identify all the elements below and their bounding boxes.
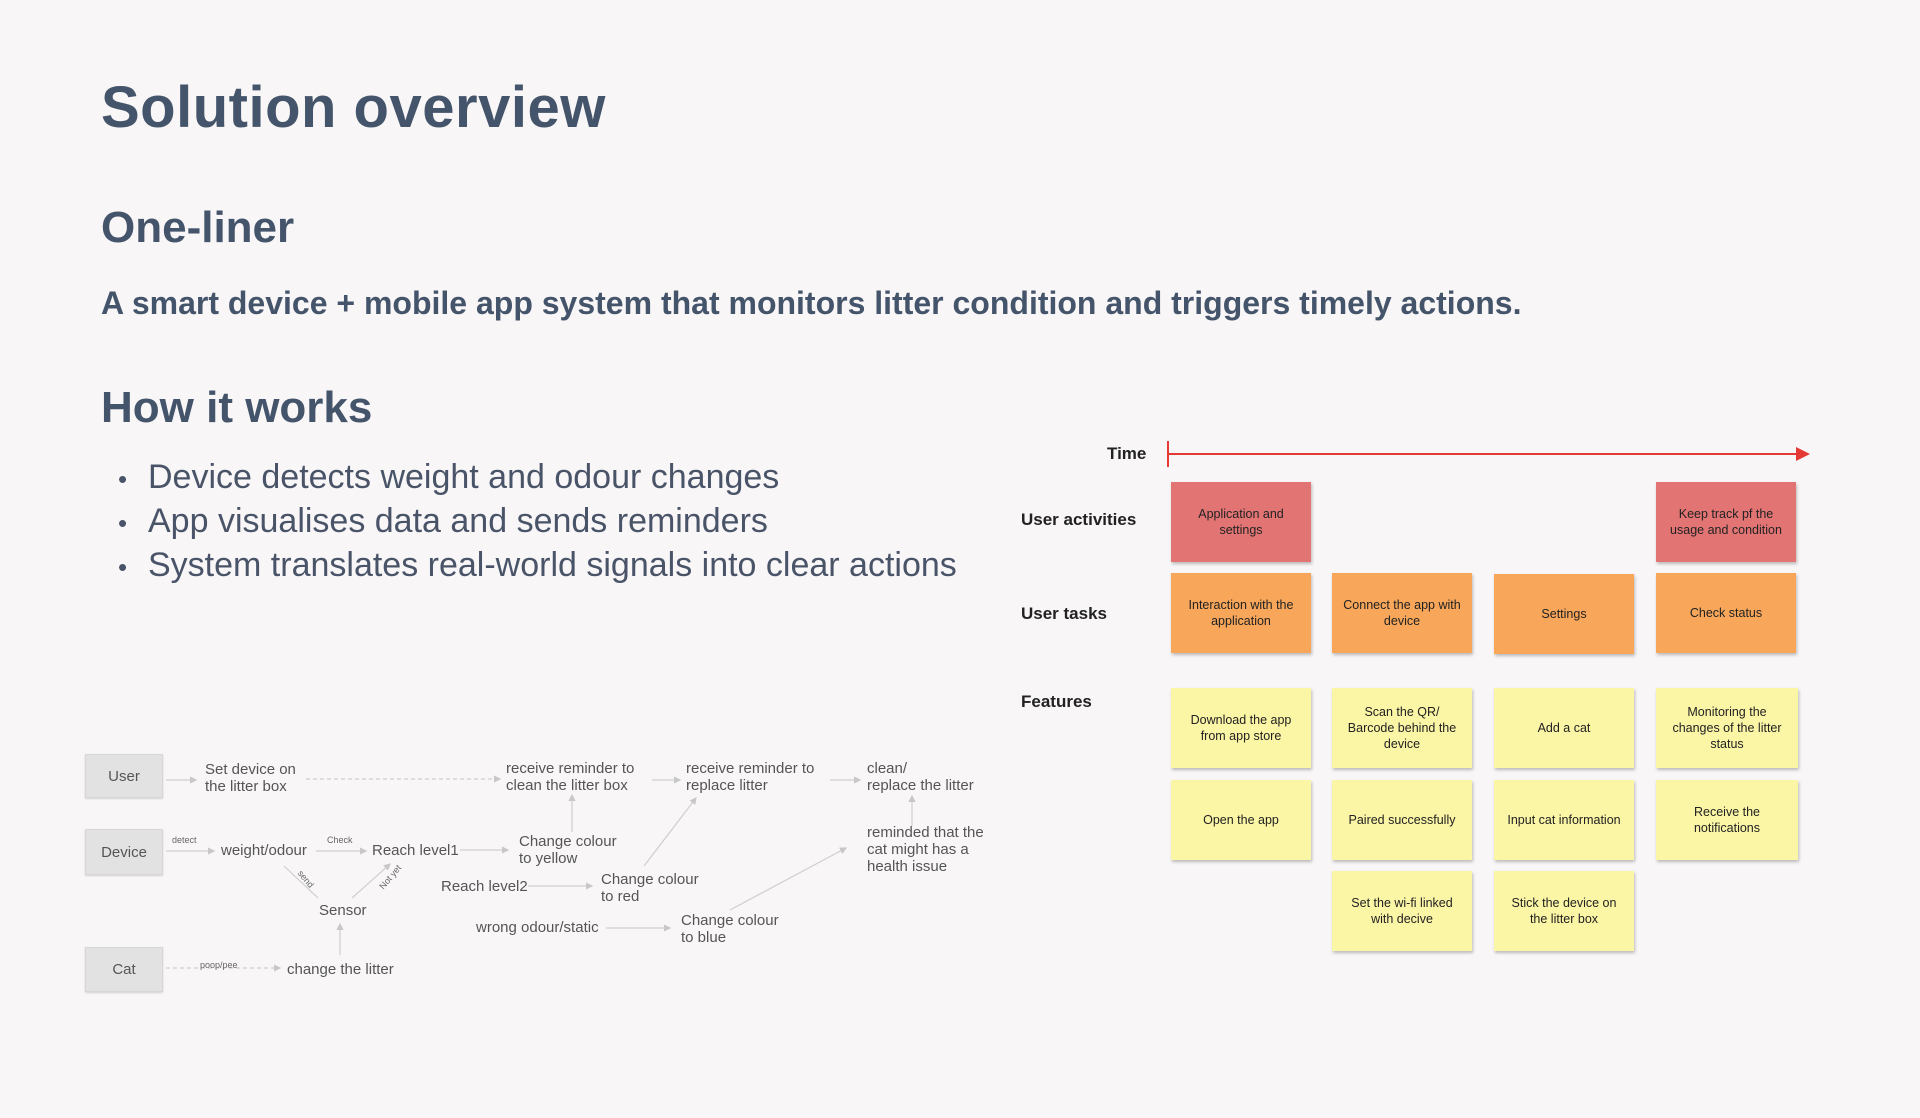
- bullet-text: App visualises data and sends reminders: [148, 502, 768, 540]
- sticky-task-interaction: Interaction with the application: [1171, 573, 1311, 653]
- node-change-blue: Change colour to blue: [681, 912, 779, 946]
- how-it-works-list: • Device detects weight and odour changes…: [118, 455, 957, 587]
- node-wrong-odour: wrong odour/static: [476, 919, 599, 936]
- sticky-feature-stick-device: Stick the device on the litter box: [1494, 871, 1634, 951]
- sticky-activity-app-settings: Application and settings: [1171, 482, 1311, 562]
- edge-label-send: send: [295, 868, 316, 890]
- sticky-feature-download: Download the app from app store: [1171, 688, 1311, 768]
- node-change-yellow: Change colour to yellow: [519, 833, 617, 867]
- edge-label-check: Check: [327, 835, 353, 845]
- edge-label-not-yet: Not yet: [377, 862, 404, 892]
- bullet-icon: •: [118, 508, 128, 539]
- node-reminder-clean: receive reminder to clean the litter box: [506, 760, 635, 794]
- how-it-works-heading: How it works: [101, 383, 373, 432]
- row-label-user-tasks: User tasks: [1021, 604, 1108, 623]
- sticky-task-connect: Connect the app with device: [1332, 573, 1472, 653]
- sticky-feature-notifications: Receive the notifications: [1656, 780, 1798, 860]
- one-liner-heading: One-liner: [101, 203, 295, 252]
- one-liner-text: A smart device + mobile app system that …: [101, 285, 1522, 321]
- sticky-feature-wifi: Set the wi-fi linked with decive: [1332, 871, 1472, 951]
- node-reminder-replace: receive reminder to replace litter: [686, 760, 815, 794]
- node-reminded-health: reminded that the cat might has a health…: [867, 824, 984, 875]
- sticky-task-check-status: Check status: [1656, 573, 1796, 653]
- edge-red-to-reminder-replace: [643, 797, 697, 867]
- row-label-user-activities: User activities: [1021, 510, 1137, 529]
- bullet-icon: •: [118, 464, 128, 495]
- node-clean-replace: clean/ replace the litter: [867, 760, 974, 794]
- sticky-feature-open-app: Open the app: [1171, 780, 1311, 860]
- sticky-activity-keep-track: Keep track pf the usage and condition: [1656, 482, 1796, 562]
- bullet-item: • System translates real-world signals in…: [118, 543, 957, 587]
- sticky-feature-paired: Paired successfully: [1332, 780, 1472, 860]
- time-arrow: [1167, 441, 1810, 467]
- sticky-task-settings: Settings: [1494, 574, 1634, 654]
- bullet-text: System translates real-world signals int…: [148, 546, 957, 584]
- lane-device: Device: [85, 829, 163, 875]
- sticky-feature-add-cat: Add a cat: [1494, 688, 1634, 768]
- row-label-features: Features: [1021, 692, 1092, 711]
- bullet-item: • Device detects weight and odour changes: [118, 455, 957, 499]
- lane-user: User: [85, 754, 163, 798]
- node-sensor: Sensor: [319, 902, 367, 919]
- lane-cat: Cat: [85, 947, 163, 992]
- node-reach-level1: Reach level1: [372, 842, 459, 859]
- sticky-feature-cat-info: Input cat information: [1494, 780, 1634, 860]
- edge-label-poop-pee: poop/pee: [200, 960, 238, 970]
- node-weight-odour: weight/odour: [221, 842, 307, 859]
- time-label: Time: [1107, 444, 1147, 463]
- node-change-red: Change colour to red: [601, 871, 699, 905]
- node-reach-level2: Reach level2: [441, 878, 528, 895]
- sticky-feature-scan-qr: Scan the QR/ Barcode behind the device: [1332, 688, 1472, 768]
- node-set-device: Set device on the litter box: [205, 761, 296, 795]
- bullet-item: • App visualises data and sends reminders: [118, 499, 957, 543]
- page-title: Solution overview: [101, 75, 606, 140]
- bullet-icon: •: [118, 552, 128, 583]
- edge-blue-to-health: [729, 847, 848, 911]
- edge-label-detect: detect: [172, 835, 197, 845]
- bullet-text: Device detects weight and odour changes: [148, 458, 780, 496]
- node-change-litter: change the litter: [287, 961, 394, 978]
- sticky-feature-monitoring: Monitoring the changes of the litter sta…: [1656, 688, 1798, 768]
